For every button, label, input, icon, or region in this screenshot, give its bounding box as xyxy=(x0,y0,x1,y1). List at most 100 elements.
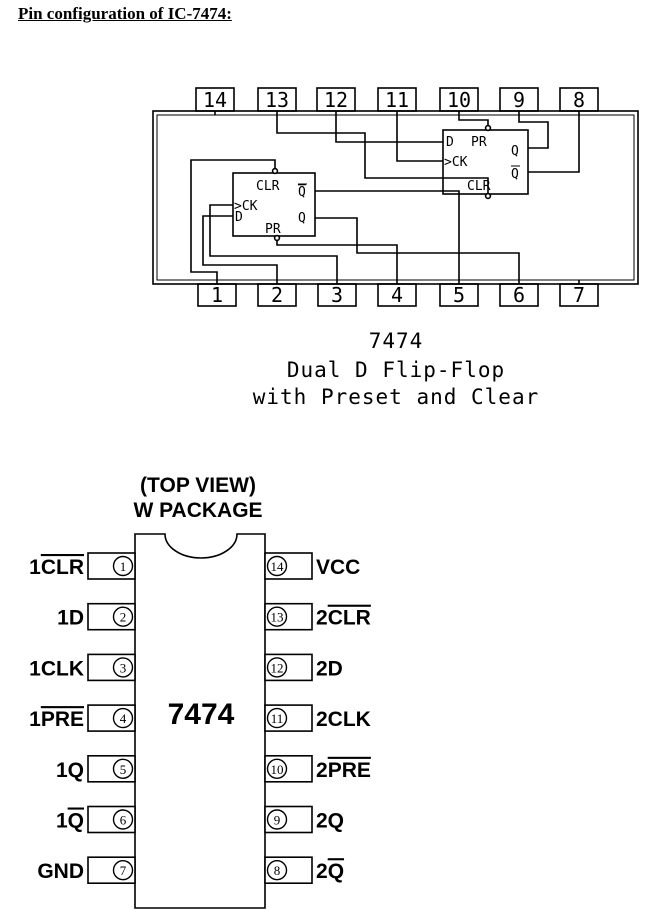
bottom-pin-number: 4 xyxy=(391,283,403,307)
top-pin-box xyxy=(439,87,479,112)
pin-number-circle xyxy=(112,707,134,729)
bottom-pin-number: 3 xyxy=(331,283,343,307)
ic-body-inner xyxy=(156,114,635,281)
ff1-clr-label: CLR xyxy=(256,179,280,194)
bottom-pin-box xyxy=(257,283,297,307)
ff1-qbar-label: Q xyxy=(298,185,306,200)
ff1-ck-label: >CK xyxy=(234,199,258,214)
top-pin-box xyxy=(316,87,356,112)
pin-name-label: 1Q xyxy=(56,810,84,833)
pin-name-label: 2Q xyxy=(316,810,344,833)
bottom-pin-number: 6 xyxy=(513,283,525,307)
pin-number: 13 xyxy=(271,610,284,625)
ff2-clr-bubble xyxy=(484,192,492,200)
ff1-pr-bubble xyxy=(273,234,281,242)
package-pin-9: 9 2Q xyxy=(264,805,344,834)
pin-number-circle xyxy=(112,555,134,577)
bottom-pin-number: 1 xyxy=(211,283,223,307)
pin-number-circle xyxy=(112,606,134,627)
pin-name-label: GND xyxy=(37,860,84,883)
ff2-pr-label: PR xyxy=(471,135,487,150)
package-pin-7: 7 GND xyxy=(37,856,136,885)
pin-name-label: VCC xyxy=(316,556,360,579)
wire-pin12-d2 xyxy=(335,111,443,143)
ic-logic-diagram xyxy=(152,87,639,307)
ff1-q-label: Q xyxy=(298,211,306,226)
ff1-d-label: D xyxy=(235,210,243,225)
pin-number: 7 xyxy=(120,863,127,878)
top-pin-box xyxy=(499,87,539,112)
caption-part-number: 7474 xyxy=(369,329,424,353)
top-pin-number: 10 xyxy=(447,88,471,112)
bottom-pin-box xyxy=(377,283,417,307)
ff2-q-label: Q xyxy=(511,144,519,159)
package-pin-13: 13 2CLR xyxy=(264,602,371,631)
bottom-pin-number: 7 xyxy=(573,283,585,307)
pin-name-label: 2CLR xyxy=(316,607,371,630)
pin-name-label: 1D xyxy=(57,607,84,630)
pin-number: 2 xyxy=(120,610,127,625)
ff2-d-label: D xyxy=(446,135,454,150)
wire-pin3-ck1 xyxy=(209,204,338,284)
pin-number: 4 xyxy=(120,711,127,726)
top-pin-number: 9 xyxy=(513,88,525,112)
pin-number: 12 xyxy=(271,660,284,675)
pin-name-label: 2CLK xyxy=(316,708,371,731)
pin-name-label: 2Q xyxy=(316,860,344,883)
pin-number-circle xyxy=(266,809,288,830)
top-pin-number: 8 xyxy=(573,88,585,112)
package-pin-6: 6 1Q xyxy=(56,805,136,834)
bottom-pin-number: 2 xyxy=(271,283,283,307)
pin-number: 5 xyxy=(120,762,127,777)
pin-number-circle xyxy=(266,758,288,779)
wire-pin6-qbar1 xyxy=(315,217,520,284)
pin-name-label: 1Q xyxy=(56,759,84,782)
pin-number: 6 xyxy=(120,813,127,828)
wire-pin13-clr2 xyxy=(276,111,489,194)
pin-number-circle xyxy=(112,758,134,779)
ff2-ck-label: >CK xyxy=(444,155,468,170)
pin-name-label: 1PRE xyxy=(29,708,84,731)
ic-body-outer xyxy=(152,110,639,285)
pin-name-label: 1CLK xyxy=(29,657,84,680)
caption-line-2: with Preset and Clear xyxy=(253,385,540,409)
bottom-pin-box xyxy=(499,283,539,307)
wire-pin11-ck2 xyxy=(396,111,443,162)
pin-name-label: 1CLR xyxy=(29,556,84,579)
pin-number-circle xyxy=(266,555,288,577)
top-pin-box xyxy=(559,87,599,112)
pin-number: 9 xyxy=(274,813,281,828)
pin-number-circle xyxy=(112,860,134,881)
package-pin-2: 2 1D xyxy=(57,602,136,631)
package-pin-5: 5 1Q xyxy=(56,754,136,783)
caption-line-1: Dual D Flip-Flop xyxy=(287,358,505,382)
package-pin-3: 3 1CLK xyxy=(29,653,136,682)
wire-pin9-q2 xyxy=(518,111,549,149)
top-pin-number: 12 xyxy=(324,88,348,112)
chip-label: 7474 xyxy=(168,698,235,731)
package-pin-8: 8 2Q xyxy=(264,856,344,885)
pin-number: 10 xyxy=(271,762,284,777)
pin-number-circle xyxy=(266,707,288,729)
top-pin-box xyxy=(257,87,297,112)
top-pin-number: 14 xyxy=(203,88,227,112)
wire-pin1-clr1 xyxy=(190,159,276,284)
bottom-pin-number: 5 xyxy=(453,283,465,307)
pin-number-circle xyxy=(112,809,134,830)
page-title: Pin configuration of IC-7474: xyxy=(18,4,232,23)
package-pin-4: 4 1PRE xyxy=(29,704,136,732)
dip-package: (TOP VIEW) W PACKAGE 7474 11CLR21D31CLK4… xyxy=(29,474,371,909)
bottom-pin-box xyxy=(317,283,357,307)
pin-number-circle xyxy=(266,606,288,627)
pin-number: 8 xyxy=(274,863,281,878)
ff2-pr-bubble xyxy=(484,124,492,132)
view-label: (TOP VIEW) xyxy=(140,474,256,497)
pin-number: 3 xyxy=(120,660,127,675)
